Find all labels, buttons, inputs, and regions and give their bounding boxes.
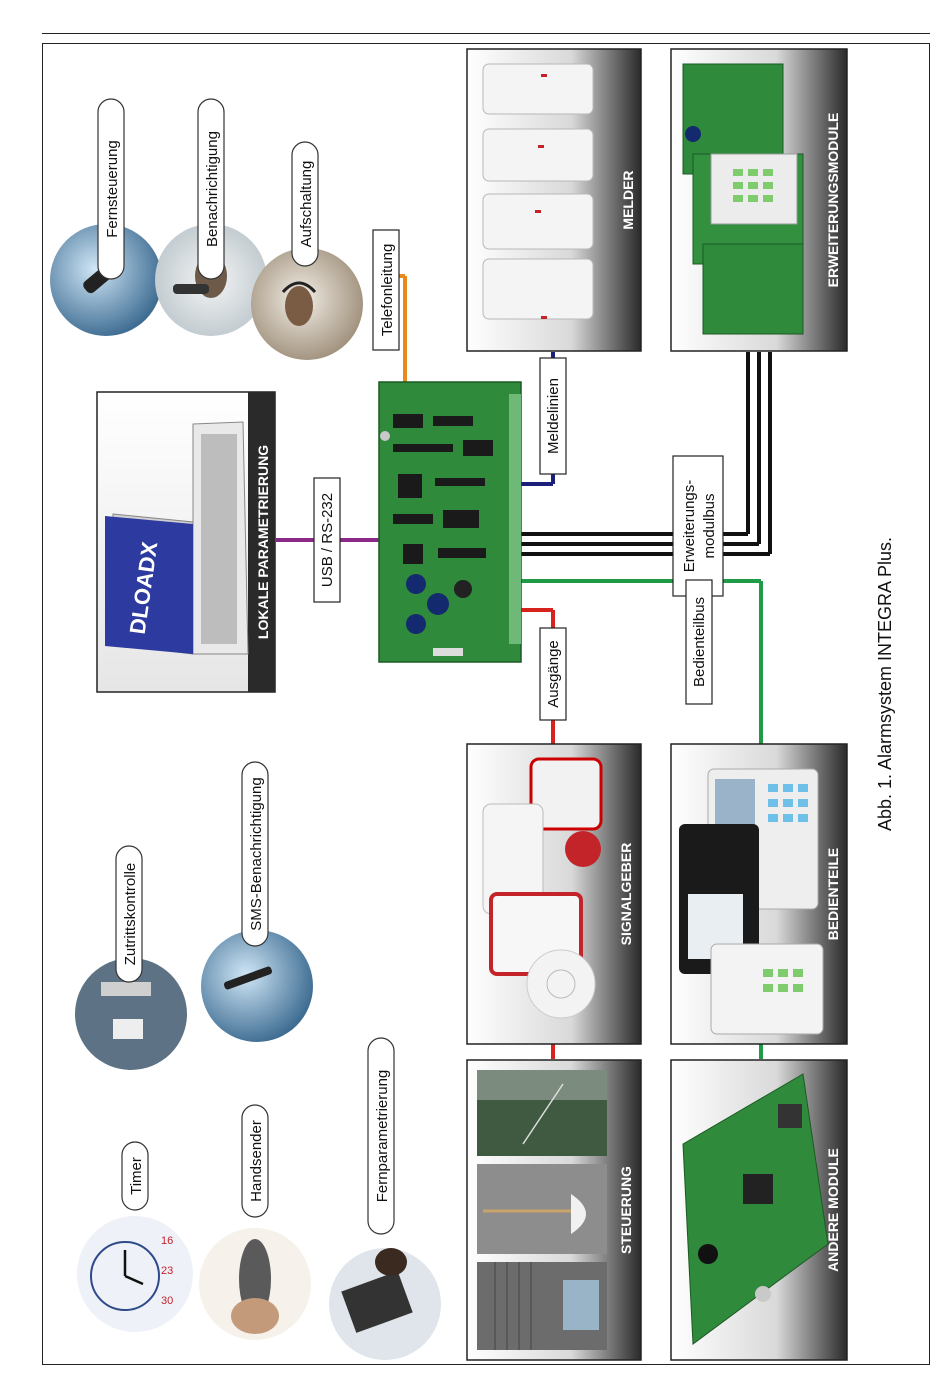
andere-module-title: ANDERE MODULE: [825, 1148, 841, 1272]
mobile-phone-icon: [201, 930, 313, 1042]
svg-text:Erweiterungs-: Erweiterungs-: [681, 480, 698, 573]
clock-calendar-icon: [77, 1216, 193, 1332]
svg-text:Handsender: Handsender: [248, 1120, 265, 1202]
svg-text:Benachrichtigung: Benachrichtigung: [204, 131, 221, 247]
svg-text:Zutrittskontrolle: Zutrittskontrolle: [122, 863, 139, 966]
svg-text:Aufschaltung: Aufschaltung: [298, 161, 315, 248]
bedienteile-panel: BEDIENTEILE: [670, 743, 848, 1045]
andere-module-panel: ANDERE MODULE: [670, 1059, 848, 1361]
telefonleitung-label: Telefonleitung: [372, 229, 400, 351]
motion-detector-icon: [482, 63, 594, 320]
top-rule: [42, 33, 930, 34]
timer-feature: 16 23 30 Timer: [77, 1141, 193, 1332]
svg-text:23: 23: [161, 1265, 173, 1277]
bedienteilbus-label: Bedienteilbus: [685, 579, 713, 705]
svg-text:Fernparametrierung: Fernparametrierung: [374, 1070, 391, 1203]
erweiterungsmodule-panel: ERWEITERUNGSMODULE: [670, 48, 848, 352]
ausgaenge-label: Ausgänge: [539, 627, 567, 721]
usb-label: USB / RS-232: [313, 477, 341, 603]
signalgeber-title: SIGNALGEBER: [618, 843, 634, 946]
control-board: [378, 381, 522, 663]
svg-text:modulbus: modulbus: [701, 493, 718, 558]
lokale-parametrierung-title: LOKALE PARAMETRIERUNG: [255, 445, 271, 639]
svg-text:Meldelinien: Meldelinien: [545, 378, 562, 454]
erweiterungsmodule-title: ERWEITERUNGSMODULE: [825, 113, 841, 288]
bedienteile-title: BEDIENTEILE: [825, 848, 841, 941]
benachrichtigung-feature: Benachrichtigung: [155, 98, 267, 336]
svg-text:Timer: Timer: [128, 1157, 145, 1195]
svg-text:SMS-Benachrichtigung: SMS-Benachrichtigung: [248, 777, 265, 930]
fernsteuerung-feature: Fernsteuerung: [50, 98, 162, 336]
keypad-icon: [679, 768, 824, 1035]
siren-icon: [482, 757, 603, 1019]
svg-text:USB / RS-232: USB / RS-232: [319, 493, 336, 587]
meldelinien-label: Meldelinien: [539, 357, 567, 475]
melder-title: MELDER: [620, 170, 636, 229]
expansion-module-icon: [682, 63, 804, 335]
handsender-feature: Handsender: [199, 1104, 311, 1340]
steuerung-title: STEUERUNG: [618, 1166, 634, 1254]
svg-text:Ausgänge: Ausgänge: [545, 640, 562, 708]
shutter-photo-icon: [477, 1262, 607, 1350]
lokale-parametrierung-panel: DLOADX LOKALE PARAMETRIERUNG: [96, 391, 276, 693]
svg-text:Bedienteilbus: Bedienteilbus: [691, 597, 708, 687]
diagram-frame: Telefonleitung USB / RS-232 Meldelinien …: [42, 43, 930, 1365]
erweiterungsmodulbus-label: Erweiterungs- modulbus: [672, 455, 724, 597]
fernparametrierung-feature: Fernparametrierung: [329, 1037, 441, 1360]
sms-benachrichtigung-feature: SMS-Benachrichtigung: [201, 761, 313, 1042]
laptop-icon: DLOADX: [105, 421, 249, 655]
figure-caption: Abb. 1. Alarmsystem INTEGRA Plus.: [875, 537, 895, 831]
melder-panel: MELDER: [466, 48, 642, 352]
svg-text:30: 30: [161, 1295, 173, 1307]
aufschaltung-feature: Aufschaltung: [251, 141, 363, 360]
module-board-icon: [682, 1073, 829, 1345]
lamp-photo-icon: [477, 1164, 607, 1254]
svg-text:16: 16: [161, 1235, 173, 1247]
svg-text:Telefonleitung: Telefonleitung: [379, 244, 396, 337]
signalgeber-panel: SIGNALGEBER: [466, 743, 642, 1045]
steuerung-panel: STEUERUNG: [466, 1059, 642, 1361]
zutrittskontrolle-feature: Zutrittskontrolle: [75, 845, 187, 1070]
sprinkler-photo-icon: [477, 1070, 607, 1156]
svg-text:Fernsteuerung: Fernsteuerung: [104, 140, 121, 238]
